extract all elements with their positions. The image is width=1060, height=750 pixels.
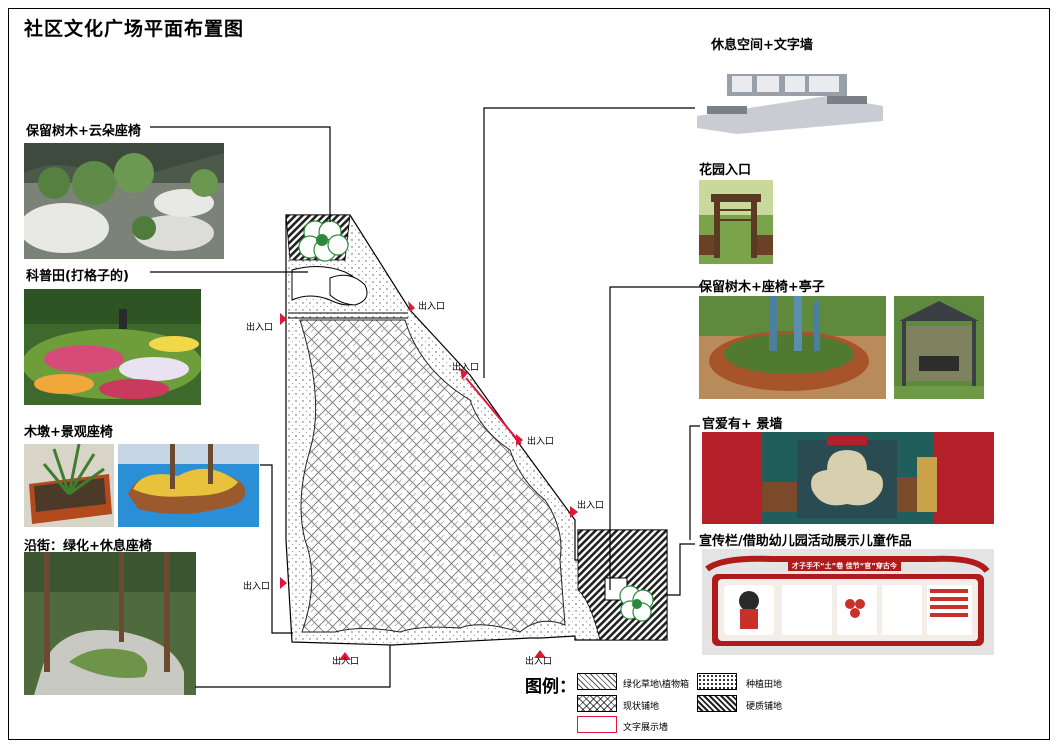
legend-label-farm: 种植田地 — [746, 680, 783, 690]
photo-rest-space — [697, 66, 883, 134]
label-stump-seats: 木墩+景观座椅 — [24, 425, 113, 440]
legend-swatch-wall — [577, 716, 617, 733]
page-title: 社区文化广场平面布置图 — [24, 18, 245, 40]
photo-garden-gate — [699, 180, 773, 264]
tree-cluster-top — [298, 220, 349, 262]
legend-label-paving: 现状铺地 — [623, 702, 660, 712]
label-rest-space: 休息空间+文字墙 — [711, 38, 813, 53]
photo-street-green — [24, 552, 196, 695]
label-bulletin-board: 宣传栏/借助幼儿园活动展示儿童作品 — [699, 534, 912, 549]
photo-cloud-seats — [24, 143, 224, 259]
legend-swatch-paving — [577, 695, 617, 712]
board-banner-text: 才子手不“土”卷 佳节“官”穿古今 — [788, 561, 901, 571]
label-scenic-wall: 官爱有+ 景墙 — [702, 417, 783, 432]
entry-label: 出入口 — [525, 655, 552, 667]
legend-label-hard: 硬质铺地 — [746, 702, 783, 712]
legend-label-wall: 文字展示墙 — [623, 723, 669, 733]
existing-paving — [299, 319, 566, 633]
leader-lines — [150, 107, 705, 688]
photo-pavilion — [894, 296, 984, 399]
entry-markers — [280, 301, 578, 660]
legend-title: 图例： — [525, 677, 576, 697]
entry-label: 出入口 — [243, 580, 270, 592]
entry-label: 出入口 — [452, 361, 479, 373]
label-pavilion: 保留树木+座椅+亭子 — [699, 280, 825, 295]
text-wall-line — [465, 377, 522, 445]
photo-bulletin-board — [702, 549, 994, 655]
entry-label: 出入口 — [332, 655, 359, 667]
sheet-frame — [8, 8, 1050, 740]
legend-swatch-hard — [697, 695, 737, 712]
photo-planter-box — [24, 444, 114, 527]
photo-landscape-seat — [118, 444, 259, 527]
legend-label-green: 绿化草地\植物箱 — [623, 680, 690, 690]
entry-label: 出入口 — [577, 499, 604, 511]
photo-tree-bench — [699, 296, 886, 399]
label-cloud-seats: 保留树木+云朵座椅 — [26, 124, 141, 139]
entry-label: 出入口 — [527, 435, 554, 447]
photo-scenic-wall — [702, 432, 994, 524]
entry-label: 出入口 — [418, 300, 445, 312]
legend-swatch-green — [577, 673, 617, 690]
label-garden-entrance: 花园入口 — [699, 163, 752, 178]
label-science-farm: 科普田(打格子的) — [26, 269, 129, 284]
legend-swatch-farm — [697, 673, 737, 690]
label-street-green: 沿街：绿化+休息座椅 — [24, 539, 152, 554]
tree-cluster-right — [619, 585, 654, 622]
photo-science-farm — [24, 289, 201, 405]
entry-label: 出入口 — [246, 321, 273, 333]
